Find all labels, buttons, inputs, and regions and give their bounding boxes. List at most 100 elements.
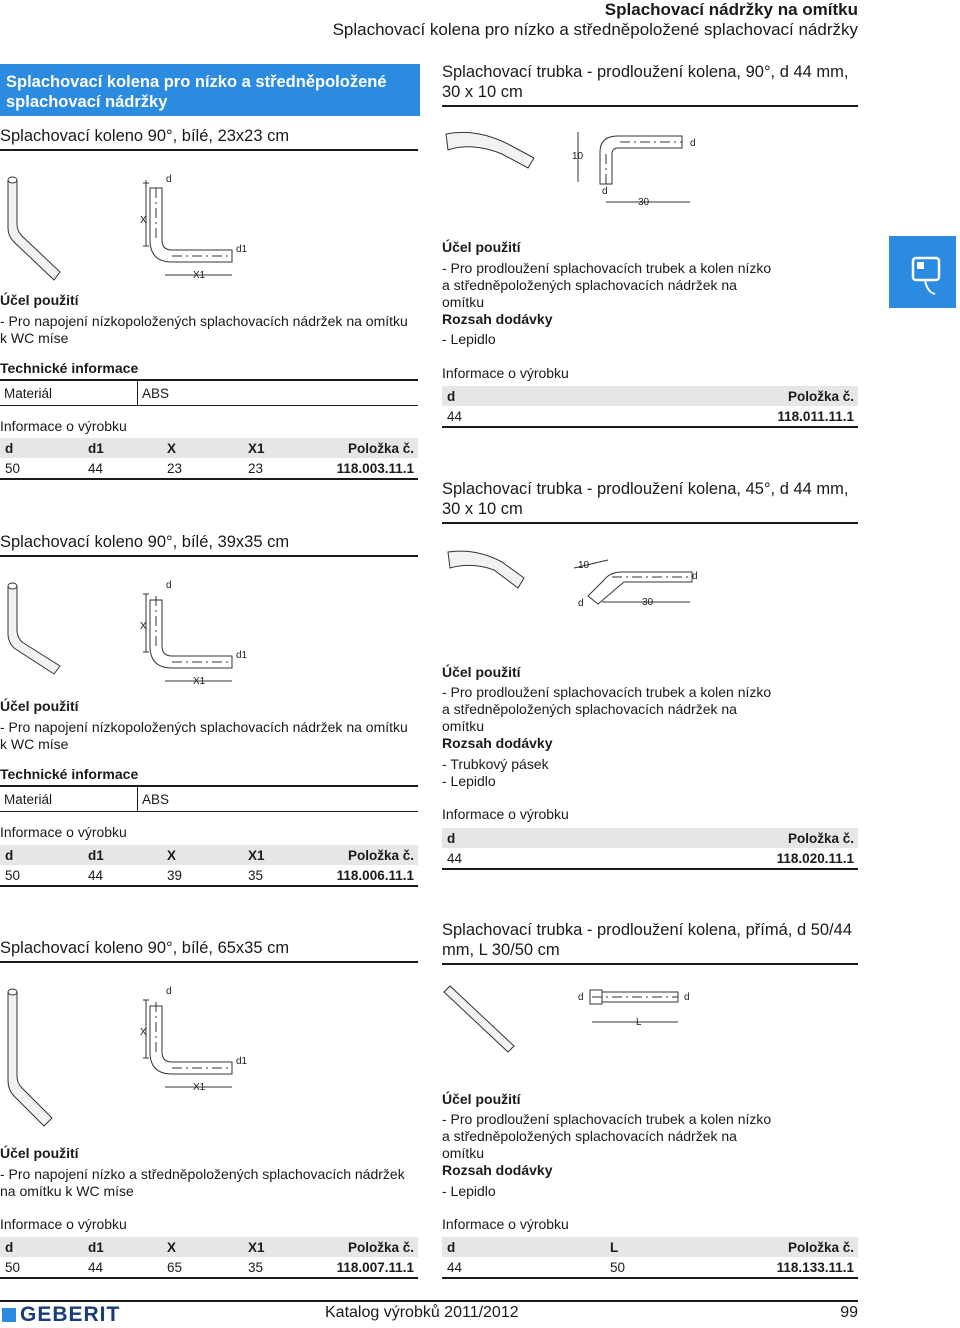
- table-cell: 39: [162, 865, 243, 887]
- product-table: d Položka č. 44 118.011.11.1: [442, 386, 858, 428]
- article-number: 118.020.11.1: [520, 848, 858, 870]
- table-cell: 44: [83, 865, 162, 887]
- dim-label-30: 30: [642, 597, 654, 608]
- info-label: Informace o výrobku: [442, 365, 569, 381]
- table-row: 44 50 118.133.11.1: [442, 1257, 858, 1279]
- article-number: 118.011.11.1: [520, 406, 858, 428]
- scope-label: Rozsah dodávky: [442, 1162, 553, 1178]
- catalog-title: Katalog výrobků 2011/2012: [325, 1304, 519, 1321]
- col-header: d: [0, 1237, 83, 1257]
- purpose-text: - Pro napojení nízkopoložených splachova…: [0, 719, 408, 752]
- cistern-icon: [911, 256, 941, 295]
- table-cell: 50: [0, 458, 83, 480]
- col-header: Položka č.: [520, 828, 858, 848]
- purpose-label: Účel použití: [0, 1145, 79, 1161]
- col-header: d1: [83, 438, 162, 458]
- article-number: 118.006.11.1: [322, 865, 418, 887]
- material-label: Materiál: [0, 379, 138, 406]
- purpose-text: - Pro prodloužení splachovacích trubek a…: [442, 260, 772, 310]
- col-header: X1: [243, 438, 322, 458]
- product-table: d d1 X X1 Položka č. 50 44 39 35 118.006…: [0, 845, 418, 887]
- product-table: d Položka č. 44 118.020.11.1: [442, 828, 858, 870]
- table-row: 50 44 23 23 118.003.11.1: [0, 458, 418, 480]
- purpose-text: - Pro prodloužení splachovacích trubek a…: [442, 1111, 772, 1161]
- purpose-label: Účel použití: [442, 664, 521, 680]
- purpose-text: - Pro napojení nízko a středněpoložených…: [0, 1166, 405, 1199]
- dim-label-10: 10: [578, 560, 590, 571]
- table-row: 50 44 65 35 118.007.11.1: [0, 1257, 418, 1279]
- dim-label-d: d: [166, 580, 172, 591]
- dim-label-x1: X1: [193, 1082, 206, 1093]
- info-label: Informace o výrobku: [0, 1216, 127, 1232]
- table-cell: 44: [442, 406, 521, 428]
- dim-label-d1: d1: [236, 650, 248, 661]
- table-cell: 50: [0, 865, 83, 887]
- dim-label-d1: d1: [236, 244, 248, 255]
- product-title: Splachovací koleno 90°, bílé, 23x23 cm: [0, 126, 418, 151]
- col-header: X: [162, 438, 243, 458]
- col-header: Položka č.: [322, 1237, 418, 1257]
- col-header: Položka č.: [520, 386, 858, 406]
- dim-label-d: d: [602, 186, 608, 197]
- table-cell: 35: [243, 1257, 322, 1279]
- col-header: X: [162, 845, 243, 865]
- article-number: 118.003.11.1: [322, 458, 418, 480]
- tech-info-label: Technické informace: [0, 766, 139, 782]
- table-row: 44 118.011.11.1: [442, 406, 858, 428]
- product-drawing: X d d1 X1: [7, 174, 248, 281]
- purpose-text: - Pro prodloužení splachovacích trubek a…: [442, 684, 772, 734]
- col-header: X: [162, 1237, 243, 1257]
- col-header: d1: [83, 1237, 162, 1257]
- purpose-label: Účel použití: [442, 239, 521, 255]
- material-value: ABS: [137, 379, 418, 406]
- col-header: d1: [83, 845, 162, 865]
- col-header: d: [0, 845, 83, 865]
- product-drawing: d d L: [443, 985, 690, 1053]
- purpose-label: Účel použití: [0, 292, 79, 308]
- dim-label-d: d: [578, 992, 584, 1003]
- dim-label-d: d: [690, 138, 696, 149]
- table-cell: 23: [243, 458, 322, 480]
- col-header: L: [605, 1237, 653, 1257]
- table-cell: 44: [83, 1257, 162, 1279]
- product-table: d d1 X X1 Položka č. 50 44 65 35 118.007…: [0, 1237, 418, 1279]
- purpose-text: - Pro napojení nízkopoložených splachova…: [0, 313, 408, 346]
- table-cell: 44: [442, 1257, 605, 1279]
- section-banner: Splachovací kolena pro nízko a středněpo…: [0, 64, 420, 116]
- dim-label-d: d: [578, 598, 584, 609]
- product-drawing: 10 d d 30: [447, 550, 698, 609]
- brand-square-icon: [2, 1308, 16, 1322]
- table-cell: 50: [605, 1257, 653, 1279]
- purpose-label: Účel použití: [0, 698, 79, 714]
- article-number: 118.133.11.1: [652, 1257, 858, 1279]
- chapter-tab: [889, 236, 956, 308]
- purpose-label: Účel použití: [442, 1091, 521, 1107]
- col-header: Položka č.: [652, 1237, 858, 1257]
- dim-label-l: L: [636, 1017, 642, 1028]
- tech-info-label: Technické informace: [0, 360, 139, 376]
- dim-label-x: X: [140, 215, 147, 226]
- dim-label-d: d: [684, 992, 690, 1003]
- product-drawing: X d d1 X1: [7, 986, 248, 1127]
- product-drawing: X d d1 X1: [7, 580, 248, 687]
- scope-label: Rozsah dodávky: [442, 735, 553, 751]
- col-header: Položka č.: [322, 845, 418, 865]
- table-row: 50 44 39 35 118.006.11.1: [0, 865, 418, 887]
- dim-label-d1: d1: [236, 1056, 248, 1067]
- product-title: Splachovací trubka - prodloužení kolena,…: [442, 920, 858, 965]
- page-header-subtitle: Splachovací kolena pro nízko a středněpo…: [332, 20, 858, 39]
- product-title: Splachovací trubka - prodloužení kolena,…: [442, 62, 858, 107]
- table-row: 44 118.020.11.1: [442, 848, 858, 870]
- dim-label-d: d: [166, 986, 172, 997]
- product-drawing: 10 d d 30: [445, 131, 696, 208]
- product-title: Splachovací koleno 90°, bílé, 65x35 cm: [0, 938, 418, 963]
- dim-label-x: X: [140, 621, 147, 632]
- material-value: ABS: [137, 785, 418, 812]
- scope-item: - Lepidlo: [442, 331, 496, 347]
- col-header: X1: [243, 1237, 322, 1257]
- info-label: Informace o výrobku: [0, 418, 127, 434]
- product-table: d d1 X X1 Položka č. 50 44 23 23 118.003…: [0, 438, 418, 480]
- dim-label-d: d: [166, 174, 172, 185]
- table-cell: 44: [83, 458, 162, 480]
